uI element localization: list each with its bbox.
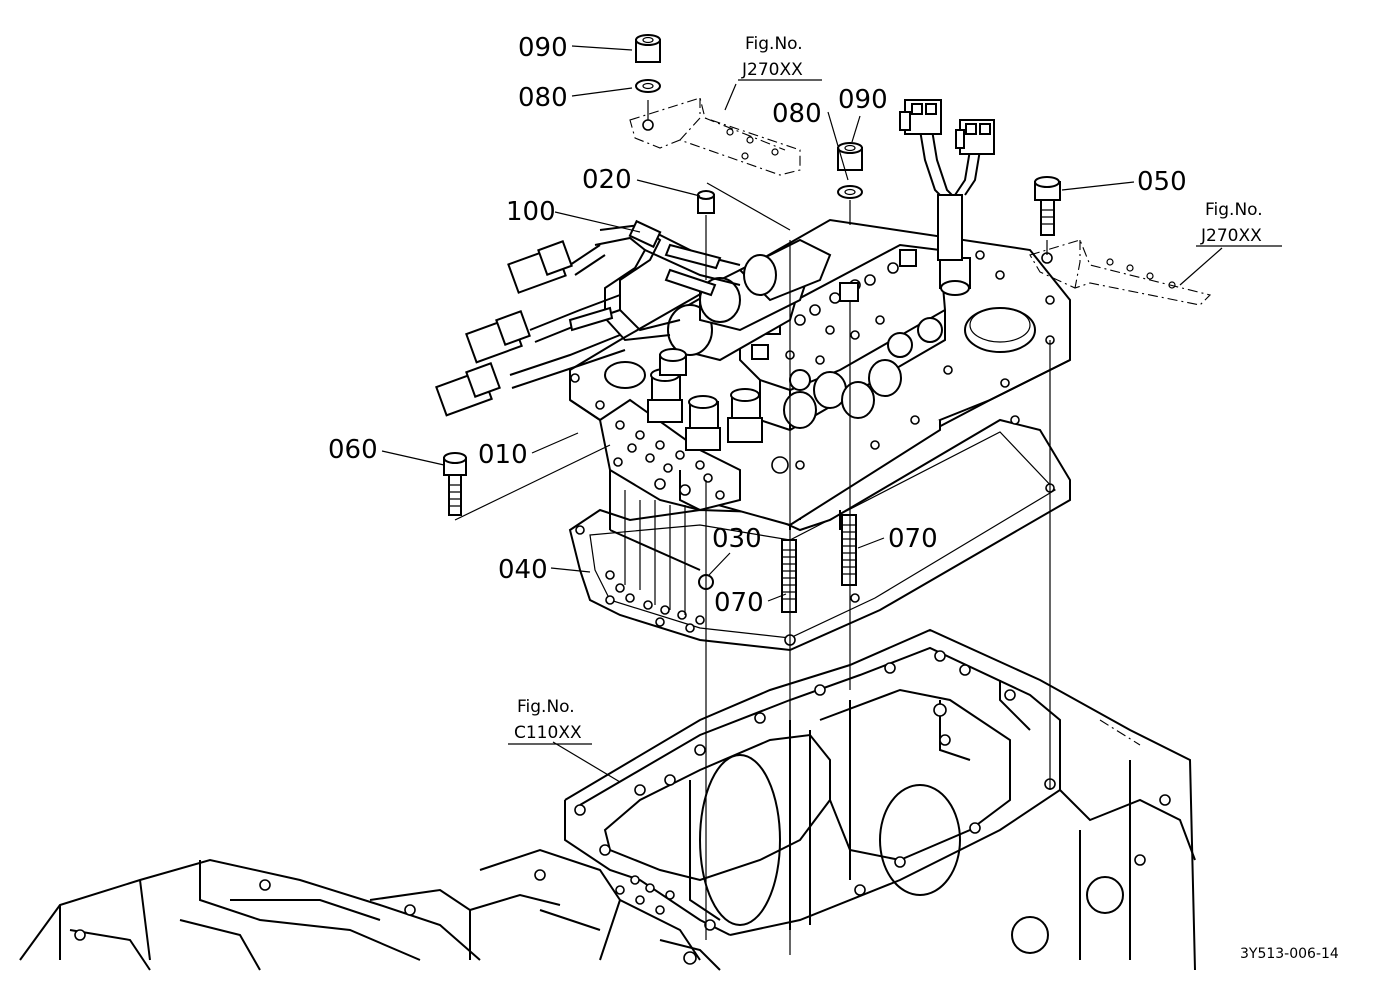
transmission-case xyxy=(19,628,1196,971)
figref-right-title: Fig.No. xyxy=(1205,200,1263,220)
leader-lines xyxy=(381,45,1223,783)
label-100: 100 xyxy=(506,197,556,227)
label-020: 020 xyxy=(582,165,632,195)
label-030: 030 xyxy=(712,524,762,554)
drawing-code: 3Y513-006-14 xyxy=(1240,946,1339,962)
stud-bolt-070 xyxy=(781,514,857,613)
label-010: 010 xyxy=(478,440,528,470)
assembly-lines xyxy=(454,100,1051,955)
figref-top-code: J270XX xyxy=(741,60,803,80)
part-labels: 090 080 090 080 020 100 050 060 010 030 … xyxy=(328,33,1187,618)
bolt-050 xyxy=(1034,176,1061,236)
fitting xyxy=(727,388,763,443)
plug-020 xyxy=(697,190,715,214)
wire-harness-100 xyxy=(435,219,741,417)
label-080: 080 xyxy=(772,99,822,129)
figure-references: Fig.No. J270XX Fig.No. J270XX Fig.No. C1… xyxy=(508,34,1282,745)
gasket-040 xyxy=(568,415,1071,652)
bracket-top-ref xyxy=(629,97,801,176)
fitting xyxy=(783,317,943,429)
fitting xyxy=(659,348,687,376)
figref-top-title: Fig.No. xyxy=(745,34,803,54)
figref-bottom-code: C110XX xyxy=(514,723,582,743)
fitting xyxy=(685,395,721,451)
washer-080-right xyxy=(837,185,863,199)
label-050: 050 xyxy=(1137,167,1187,197)
figref-right-code: J270XX xyxy=(1200,226,1262,246)
bolt-060 xyxy=(443,452,467,516)
label-070: 070 xyxy=(714,588,764,618)
nut-090-top xyxy=(635,34,661,63)
right-harness xyxy=(899,99,995,261)
valve-plate-010 xyxy=(569,218,1071,571)
label-080: 080 xyxy=(518,83,568,113)
label-070: 070 xyxy=(888,524,938,554)
figref-bottom-title: Fig.No. xyxy=(517,697,575,717)
fitting xyxy=(647,368,683,423)
washer-080-top xyxy=(635,79,661,93)
label-090: 090 xyxy=(838,85,888,115)
label-040: 040 xyxy=(498,555,548,585)
label-090: 090 xyxy=(518,33,568,63)
label-060: 060 xyxy=(328,435,378,465)
